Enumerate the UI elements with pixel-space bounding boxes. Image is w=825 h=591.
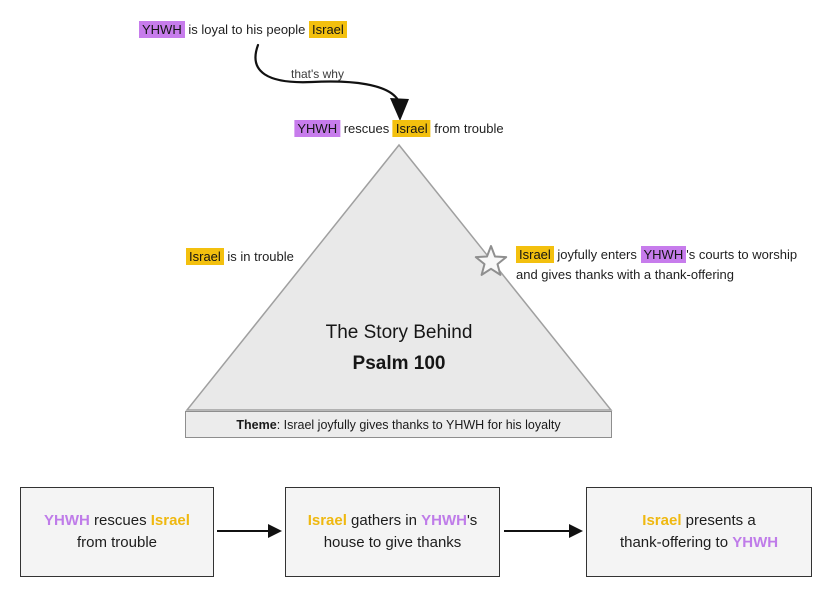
worship-label-text-2: 's courts to worship and gives thanks wi… [516,247,798,282]
timeline-text: gathers in [346,512,422,529]
yhwh-highlight: YHWH [139,21,185,38]
loyalty-statement-text: is loyal to his people [184,22,310,37]
causal-arrow-icon [254,43,409,121]
rescue-statement-text-1: rescues [340,121,393,136]
yhwh-word: YHWH [421,512,467,529]
trouble-label: Israel is in trouble [186,248,294,267]
arrow-right-icon [217,524,282,538]
yhwh-word: YHWH [732,534,779,551]
star-icon [474,245,508,276]
arrow-right-icon [504,524,583,538]
timeline-text: thank-offering to [619,534,733,551]
timeline-box-line: Israel gathers in YHWH's [308,510,478,532]
timeline-box-rescue: YHWH rescues Israel from trouble [20,487,214,577]
triangle-title: The Story Behind [325,322,473,343]
rescue-statement-text-2: from trouble [430,121,504,136]
israel-highlight: Israel [309,21,347,38]
israel-highlight: Israel [186,248,224,265]
timeline-text: 's [466,512,478,529]
timeline-text: presents a [681,512,756,529]
timeline-box-gather: Israel gathers in YHWH's house to give t… [285,487,500,577]
yhwh-highlight: YHWH [294,120,341,137]
trouble-label-text: is in trouble [223,249,294,264]
israel-word: Israel [642,512,682,529]
yhwh-highlight: YHWH [640,246,687,263]
israel-word: Israel [307,512,347,529]
rescue-statement: YHWH rescues Israel from trouble [294,120,504,139]
timeline-box-line: thank-offering to YHWH [620,532,778,554]
loyalty-statement: YHWH is loyal to his people Israel [139,21,347,40]
triangle-title-block: The Story Behind Psalm 100 [326,317,473,379]
yhwh-word: YHWH [44,512,90,529]
theme-label: Theme [236,417,277,432]
israel-word: Israel [150,512,190,529]
israel-highlight: Israel [516,246,554,263]
theme-text: : Israel joyfully gives thanks to YHWH f… [276,417,561,432]
story-triangle [185,143,613,411]
worship-label-text-1: joyfully enters [553,247,641,262]
thats-why-label: that's why [291,67,344,81]
timeline-box-line: Israel presents a [642,510,755,532]
timeline-box-line: YHWH rescues Israel [44,510,190,532]
theme-bar: Theme: Israel joyfully gives thanks to Y… [185,411,612,438]
israel-highlight: Israel [392,120,431,137]
timeline-box-line: house to give thanks [323,534,462,551]
psalm-title: Psalm 100 [352,353,446,374]
timeline-box-offering: Israel presents a thank-offering to YHWH [586,487,812,577]
timeline-box-line: from trouble [76,534,158,551]
timeline-text: rescues [89,512,151,529]
worship-label: Israel joyfully enters YHWH's courts to … [516,245,808,284]
